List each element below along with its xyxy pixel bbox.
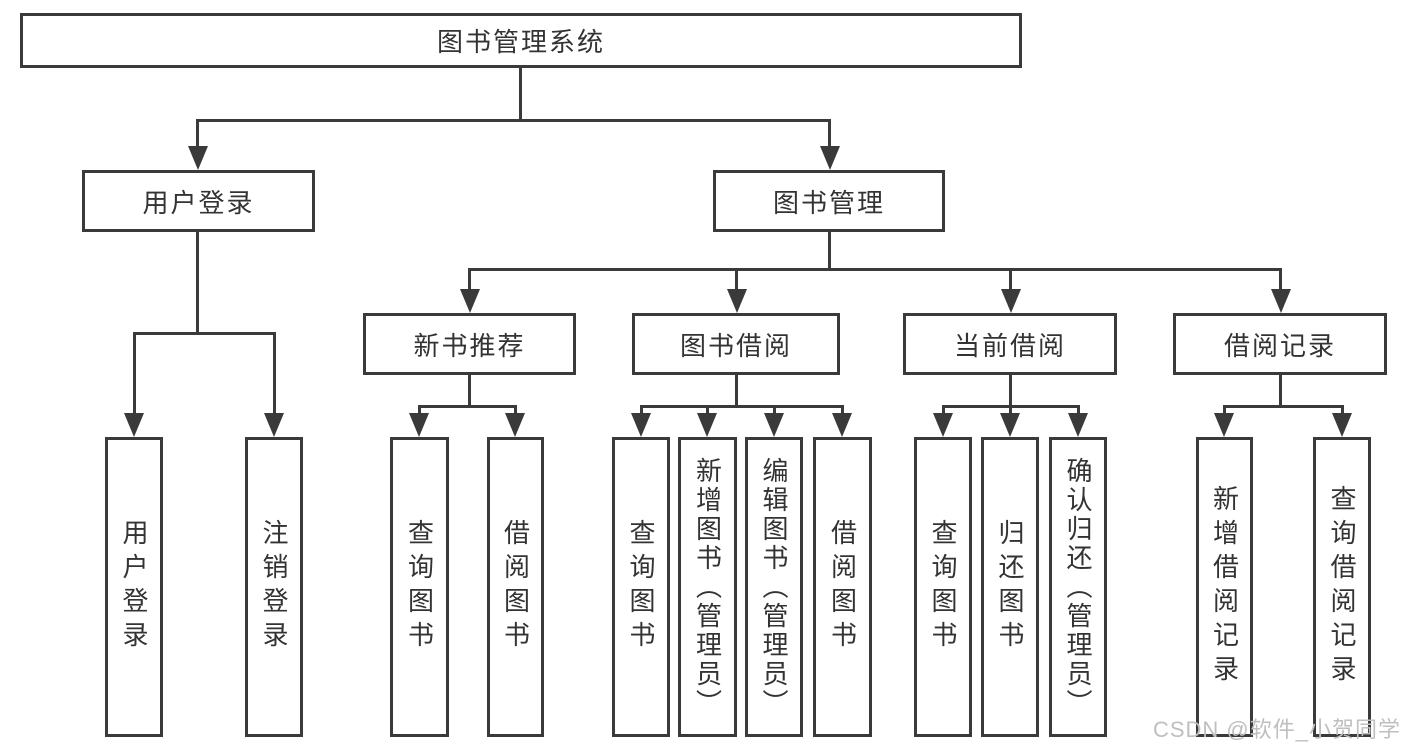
node-borrow-record: 借阅记录	[1173, 313, 1387, 375]
arrow-current-leaf2-icon	[1000, 413, 1020, 437]
leaf-current-query-book: 查询图书	[914, 437, 972, 737]
leaf-current-confirm-return-admin: 确认归还（管理员）	[1049, 437, 1107, 737]
node-current-borrow: 当前借阅	[903, 313, 1117, 375]
leaf-current-return-book: 归还图书	[981, 437, 1039, 737]
connector-book-management-stem	[828, 119, 831, 150]
leaf-user-login-label: 用户登录	[119, 519, 149, 655]
leaf-recommend-borrow-book: 借阅图书	[487, 437, 544, 737]
node-book-management: 图书管理	[713, 170, 945, 232]
connector-recommend-leaf2-stem	[514, 405, 517, 417]
leaf-logout-label: 注销登录	[259, 519, 289, 655]
arrow-login-leaf2-icon	[264, 413, 284, 437]
leaf-logout: 注销登录	[245, 437, 303, 737]
connector-record-stem	[1279, 374, 1282, 408]
connector-mgmt-stem	[828, 232, 831, 271]
arrow-record-icon	[1271, 289, 1291, 313]
leaf-user-login: 用户登录	[105, 437, 163, 737]
arrow-user-login-icon	[188, 146, 208, 170]
connector-current-stem	[1009, 374, 1012, 408]
leaf-borrow-add-book-admin: 新增图书（管理员）	[678, 437, 737, 737]
connector-recommend-stem-top	[468, 268, 471, 293]
connector-borrow-leaf3-stem	[773, 405, 776, 417]
arrow-borrow-leaf2-icon	[697, 413, 717, 437]
leaf-borrow-borrow-book-label: 借阅图书	[827, 519, 858, 655]
arrow-current-leaf1-icon	[933, 413, 953, 437]
arrow-record-leaf1-icon	[1214, 413, 1234, 437]
connector-level2-hline	[196, 119, 831, 122]
connector-borrow-leaf1-stem	[640, 405, 643, 417]
connector-current-stem-top	[1009, 268, 1012, 293]
connector-login-leaf2-stem	[273, 332, 276, 415]
leaf-recommend-query-book: 查询图书	[390, 437, 449, 737]
connector-user-login-stem	[196, 119, 199, 150]
arrow-record-leaf2-icon	[1332, 413, 1352, 437]
node-book-borrow: 图书借阅	[632, 313, 840, 375]
leaf-recommend-query-book-label: 查询图书	[404, 519, 435, 655]
node-root-label: 图书管理系统	[436, 27, 605, 57]
leaf-current-confirm-return-admin-label: 确认归还（管理员）	[1063, 456, 1093, 718]
leaf-current-query-book-label: 查询图书	[928, 519, 958, 655]
connector-root-stem	[519, 67, 522, 122]
node-user-login: 用户登录	[82, 170, 315, 232]
arrow-current-leaf3-icon	[1068, 413, 1088, 437]
leaf-borrow-query-book-label: 查询图书	[626, 519, 656, 655]
arrow-recommend-leaf2-icon	[505, 413, 525, 437]
arrow-borrow-leaf3-icon	[764, 413, 784, 437]
arrow-recommend-icon	[460, 289, 480, 313]
leaf-borrow-borrow-book: 借阅图书	[813, 437, 872, 737]
connector-record-stem-top	[1279, 268, 1282, 293]
arrow-book-management-icon	[820, 146, 840, 170]
leaf-borrow-add-book-admin-label: 新增图书（管理员）	[692, 456, 723, 718]
connector-borrow-leaf4-stem	[841, 405, 844, 417]
connector-login-stem	[196, 232, 199, 335]
connector-borrow-leaf2-stem	[706, 405, 709, 417]
node-current-borrow-label: 当前借阅	[953, 330, 1066, 361]
connector-borrow-hline	[640, 405, 844, 408]
node-book-borrow-label: 图书借阅	[679, 330, 792, 361]
node-new-book-recommend-label: 新书推荐	[413, 330, 526, 361]
node-borrow-record-label: 借阅记录	[1223, 330, 1336, 361]
leaf-recommend-borrow-book-label: 借阅图书	[500, 519, 531, 655]
connector-level3-hline	[468, 268, 1282, 271]
leaf-borrow-edit-book-admin-label: 编辑图书（管理员）	[759, 456, 789, 718]
leaf-record-query: 查询借阅记录	[1313, 437, 1371, 737]
leaf-borrow-edit-book-admin: 编辑图书（管理员）	[745, 437, 803, 737]
leaf-record-add-label: 新增借阅记录	[1209, 485, 1240, 689]
connector-borrow-stem	[735, 374, 738, 408]
connector-record-leaf1-stem	[1223, 405, 1226, 417]
leaf-current-return-book-label: 归还图书	[995, 519, 1025, 655]
connector-record-hline	[1223, 405, 1344, 408]
arrow-borrow-leaf4-icon	[832, 413, 852, 437]
arrow-recommend-leaf1-icon	[409, 413, 429, 437]
leaf-borrow-query-book: 查询图书	[612, 437, 670, 737]
connector-login-leaf1-stem	[133, 332, 136, 415]
connector-record-leaf2-stem	[1341, 405, 1344, 417]
node-new-book-recommend: 新书推荐	[363, 313, 576, 375]
arrow-borrow-leaf1-icon	[631, 413, 651, 437]
connector-current-leaf1-stem	[942, 405, 945, 417]
arrow-current-icon	[1001, 289, 1021, 313]
node-user-login-label: 用户登录	[142, 187, 255, 218]
connector-recommend-leaf1-stem	[418, 405, 421, 417]
leaf-record-add: 新增借阅记录	[1196, 437, 1253, 737]
connector-recommend-hline	[418, 405, 517, 408]
connector-login-hline	[133, 332, 276, 335]
node-book-management-label: 图书管理	[772, 187, 885, 218]
arrow-login-leaf1-icon	[124, 413, 144, 437]
connector-borrow-stem-top	[735, 268, 738, 293]
leaf-record-query-label: 查询借阅记录	[1327, 485, 1357, 689]
connector-recommend-stem	[468, 374, 471, 408]
connector-current-leaf2-stem	[1009, 405, 1012, 417]
arrow-borrow-icon	[727, 289, 747, 313]
csdn-watermark: CSDN @软件_小贺同学	[1152, 717, 1401, 742]
connector-current-leaf3-stem	[1077, 405, 1080, 417]
node-root: 图书管理系统	[20, 13, 1022, 68]
